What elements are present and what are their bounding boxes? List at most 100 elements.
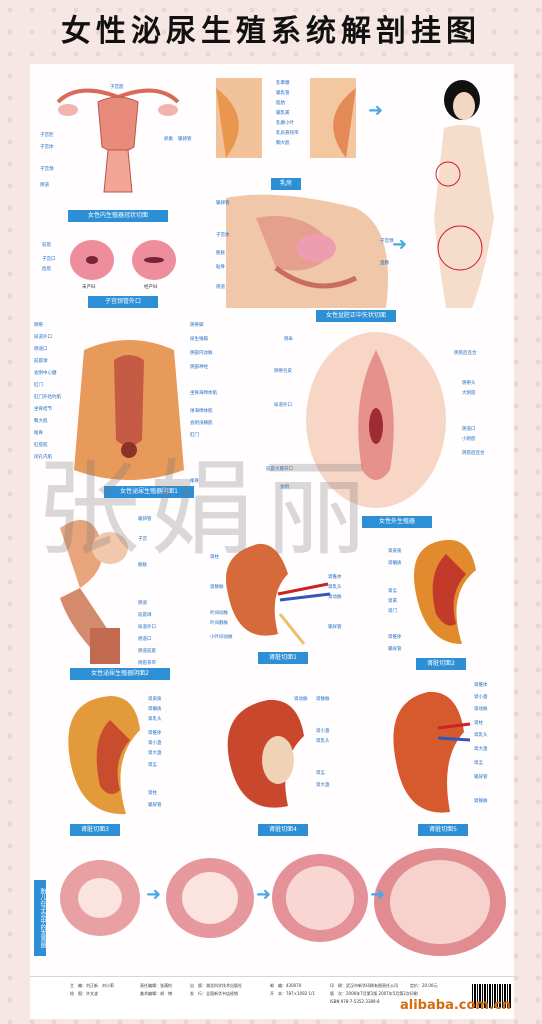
label-pelvis-vagina: 阴道: [216, 285, 225, 290]
footer-l1-2: 出 版：湖北科学技术出版社: [190, 983, 242, 988]
vulva-illustration: [306, 332, 446, 508]
urinary-illustration: [60, 520, 128, 664]
panel-cervix: 前唇 子宫口 后唇 未产妇 经产妇 子宫颈管外口: [38, 234, 198, 314]
label-perineum-r1: 尿生殖膈: [190, 337, 208, 342]
caption-vulva: 女性外生殖器: [362, 516, 432, 528]
label-perineum-l0: 阴蒂: [34, 323, 43, 328]
caption-kidney-5: 肾脏切面5: [418, 824, 468, 836]
label-kidney2-5: 肾锥体: [388, 635, 402, 640]
label-kidney1-7: 叶间静脉: [210, 621, 228, 626]
woman-illustration: [434, 80, 494, 308]
label-vulva-6: 阴道口: [462, 427, 476, 432]
uterus-illustration: [56, 88, 180, 193]
label-kidney1-1: 肾乳头: [328, 585, 342, 590]
label-breast-duct: 输乳管: [276, 91, 290, 96]
label-urinary-7: 阴道前庭: [138, 649, 156, 654]
kidney2-illustration: [414, 539, 476, 644]
caption-fetal-development: 胎儿在子宫中的发育图: [34, 880, 46, 956]
label-pelvis-pubis: 耻骨: [216, 265, 225, 270]
panel-pelvis-sagittal: 输卵管 子宫体 膀胱 耻骨 阴道 子宫颈 直肠 女性盆腔正中矢状切面: [216, 188, 406, 330]
label-kidney4-4: 肾盂: [316, 771, 325, 776]
label-kidney2-0: 肾皮质: [388, 549, 402, 554]
footer-l1-4: 印 刷：武汉市新华印刷有限责任公司: [330, 983, 398, 988]
label-pelvis-rectum: 直肠: [380, 261, 389, 266]
label-kidney1-6: 叶间动脉: [210, 611, 228, 616]
arrow-stage-3-icon: ➜: [370, 884, 386, 905]
arrow-to-breast-icon: ➜: [368, 100, 384, 121]
label-vulva-3: 阴蒂头: [462, 381, 476, 386]
label-uterus-ovary: 卵巢: [164, 137, 173, 142]
kidney4-illustration: [227, 699, 304, 808]
panel-breast: 乳晕腺 输乳管 脂肪 输乳窦 乳腺小叶 乳房悬韧带 胸大肌 乳房: [216, 78, 356, 190]
label-kidney2-6: 输尿管: [388, 647, 402, 652]
label-kidney3-3: 肾锥体: [148, 731, 162, 736]
label-kidney1-5: 输尿管: [328, 625, 342, 630]
panel-vulva: 阴阜 阴唇后连合 阴蒂包皮 阴蒂头 大阴唇 尿道外口 阴道口 小阴唇 前庭大腺开…: [266, 330, 486, 530]
label-perineum-r6: 会阴浅横肌: [190, 421, 213, 426]
label-kidney5-8: 肾静脉: [474, 799, 488, 804]
label-breast-fat: 脂肪: [276, 101, 285, 106]
label-perineum-r7: 肛门: [190, 433, 199, 438]
label-breast-muscle: 胸大肌: [276, 141, 290, 146]
cervix-illustration: [70, 240, 176, 280]
label-cervix-anterior: 前唇: [42, 243, 51, 248]
label-kidney4-3: 肾乳头: [316, 739, 330, 744]
label-perineum-l5: 肛门: [34, 383, 43, 388]
label-kidney2-1: 肾髓质: [388, 561, 402, 566]
watermark: 张娟丽: [36, 448, 379, 570]
label-perineum-r8: 尾骨: [190, 479, 199, 484]
label-kidney5-4: 肾乳头: [474, 733, 488, 738]
label-kidney2-2: 肾盂: [388, 589, 397, 594]
footer-l2-4: 版 次：2006年7月第1版 2007年5月第2次印刷: [330, 991, 418, 996]
label-perineum-r0: 阴蒂脚: [190, 323, 204, 328]
label-perineum-l9: 尾骨: [34, 431, 43, 436]
label-pelvis-cervix: 子宫颈: [380, 239, 394, 244]
footer-l1-3: 邮 编：430070: [270, 983, 302, 988]
caption-urinary-2: 女性泌尿生殖器阴面2: [70, 668, 170, 680]
footer-l1-1: 责任编辑：张满怡: [140, 983, 172, 988]
poster-title: 女性泌尿生殖系统解剖挂图: [61, 14, 481, 49]
label-perineum-r5: 球海绵体肌: [190, 409, 213, 414]
label-vulva-5: 尿道外口: [274, 403, 292, 408]
label-perineum-l2: 阴道口: [34, 347, 48, 352]
label-kidney4-2: 肾小盏: [316, 729, 330, 734]
panel-kidney-4: 肾动脉 肾静脉 肾小盏 肾乳头 肾盂 肾大盏 肾脏切面4: [208, 690, 358, 840]
label-perineum-r2: 阴部内动脉: [190, 351, 213, 356]
caption-kidney-3: 肾脏切面3: [70, 824, 120, 836]
label-uterus-fundus: 子宫底: [110, 85, 124, 90]
label-breast-areola: 乳晕腺: [276, 81, 290, 86]
footer-isbn: ISBN 978-7-5352-3389-8: [330, 999, 380, 1004]
label-cervix-parous: 经产妇: [144, 285, 158, 290]
label-urinary-6: 阴道口: [138, 637, 152, 642]
label-kidney5-7: 输尿管: [474, 775, 488, 780]
label-kidney4-0: 肾动脉: [294, 697, 308, 702]
label-vulva-9: 会阴: [280, 485, 289, 490]
label-kidney2-4: 肾门: [388, 609, 397, 614]
poster-sheet: 子宫底 子宫腔 子宫体 子宫颈 阴道 卵巢 输卵管 女性内生殖器冠状切面 乳晕腺…: [30, 64, 514, 976]
footer-l1-5: 定价：20.00元: [410, 983, 438, 988]
label-kidney1-8: 小叶间动脉: [210, 635, 233, 640]
label-perineum-l11: 闭孔内肌: [34, 455, 52, 460]
label-urinary-0: 输卵管: [138, 517, 152, 522]
publication-footer: 主 编：刘正新 刘小莉 责任编辑：张满怡 出 版：湖北科学技术出版社 邮 编：4…: [30, 976, 514, 1019]
label-breast-sinus: 输乳窦: [276, 111, 290, 116]
footer-l2-3: 开 本：787×1092 1/1: [270, 991, 315, 996]
label-kidney3-4: 肾小盏: [148, 741, 162, 746]
footer-l2-2: 发 行：全国新华书店经销: [190, 991, 238, 996]
pelvis-illustration: [226, 194, 388, 308]
label-perineum-l7: 坐骨结节: [34, 407, 52, 412]
caption-breast: 乳房: [271, 178, 301, 190]
perineum-illustration: [74, 340, 184, 480]
kidney1-illustration: [226, 543, 331, 645]
label-urinary-2: 膀胱: [138, 563, 147, 568]
label-perineum-r4: 坐骨海绵体肌: [190, 391, 217, 396]
footer-l1-0: 主 编：刘正新 刘小莉: [70, 983, 114, 988]
footer-l2-1: 美术编辑：胡 博: [140, 991, 172, 996]
caption-pelvis: 女性盆腔正中矢状切面: [316, 310, 396, 322]
label-kidney3-5: 肾大盏: [148, 751, 162, 756]
label-kidney5-0: 肾锥体: [474, 683, 488, 688]
label-kidney1-4: 肾静脉: [210, 585, 224, 590]
label-pelvis-bladder: 膀胱: [216, 251, 225, 256]
caption-kidney-1: 肾脏切面1: [258, 652, 308, 664]
label-uterus-vagina: 阴道: [40, 183, 49, 188]
